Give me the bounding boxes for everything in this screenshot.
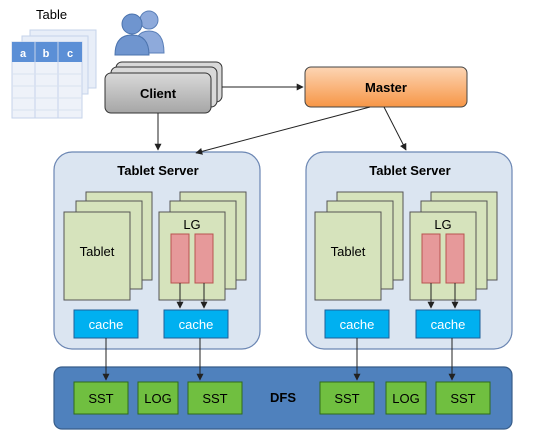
dfs-block-sst: SST	[187, 381, 243, 415]
table-title: Table	[36, 7, 67, 22]
dfs-block-sst: SST	[435, 381, 491, 415]
lg-label: LG	[183, 217, 200, 232]
tablet-server-2: Tablet Server Tablet LG cache cache	[305, 151, 513, 350]
cache-label: cache	[179, 317, 214, 332]
cache-block: cache	[163, 309, 229, 339]
tablet-stack: Tablet	[314, 191, 404, 301]
lg-stack: LG	[409, 191, 498, 301]
tablet-server-1: Tablet Server Tablet LG cache cache	[53, 151, 261, 350]
client-node: Client	[104, 61, 223, 114]
lg-stack: LG	[158, 191, 247, 301]
cache-block: cache	[415, 309, 481, 339]
memtable-1	[170, 233, 190, 284]
tablet-server-1-title: Tablet Server	[117, 163, 198, 178]
memtable-2	[194, 233, 214, 284]
table-column-a: a	[20, 48, 27, 60]
master-label: Master	[365, 80, 407, 95]
cache-block: cache	[324, 309, 390, 339]
dfs-layer: DFS SST LOG SST SST LOG SST	[53, 366, 513, 430]
tablet-label: Tablet	[331, 244, 366, 259]
tablet-label: Tablet	[80, 244, 115, 259]
tablet-server-2-title: Tablet Server	[369, 163, 450, 178]
dfs-block-label: SST	[88, 391, 113, 406]
table-column-c: c	[67, 48, 73, 60]
dfs-block-log: LOG	[137, 381, 179, 415]
cache-label: cache	[431, 317, 466, 332]
dfs-block-label: SST	[202, 391, 227, 406]
lg-label: LG	[434, 217, 451, 232]
cache-label: cache	[340, 317, 375, 332]
dfs-block-label: SST	[450, 391, 475, 406]
tablet-stack: Tablet	[63, 191, 153, 301]
master-node: Master	[304, 66, 468, 108]
users-icon	[114, 10, 165, 56]
dfs-block-label: LOG	[144, 391, 171, 406]
dfs-block-log: LOG	[385, 381, 427, 415]
memtable-1	[421, 233, 441, 284]
dfs-block-label: LOG	[392, 391, 419, 406]
dfs-block-sst: SST	[319, 381, 375, 415]
dfs-label: DFS	[270, 390, 296, 405]
cache-block: cache	[73, 309, 139, 339]
dfs-block-label: SST	[334, 391, 359, 406]
client-label: Client	[140, 86, 177, 101]
cache-label: cache	[89, 317, 124, 332]
table-group: Table a b c	[11, 7, 97, 119]
dfs-block-sst: SST	[73, 381, 129, 415]
arrow-master-to-server-1	[195, 106, 371, 155]
arrow-master-to-server-2	[383, 106, 407, 151]
memtable-2	[445, 233, 465, 284]
table-column-b: b	[43, 48, 50, 60]
table-icon: a b c	[11, 29, 97, 119]
